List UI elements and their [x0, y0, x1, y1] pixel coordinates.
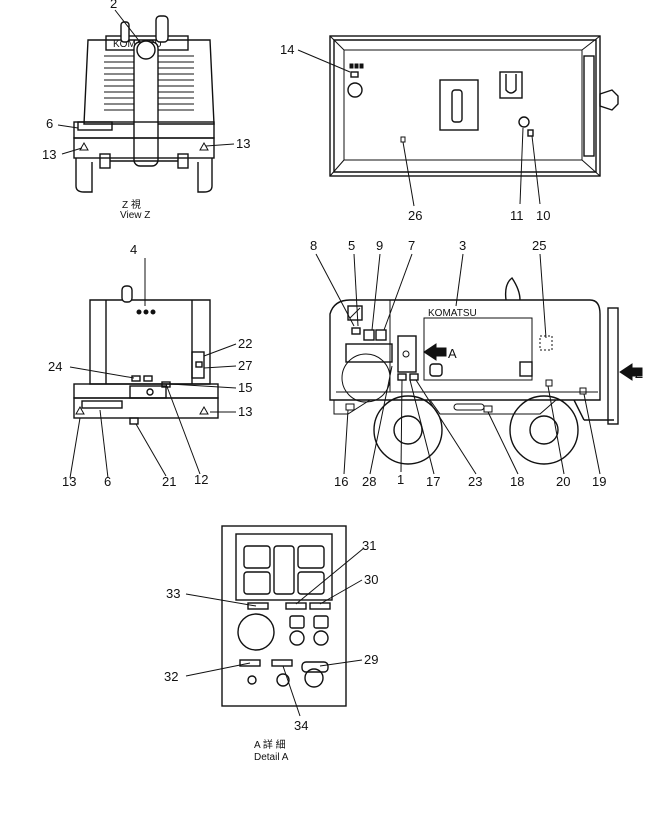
detail-a-caption-en: Detail A: [254, 752, 289, 763]
rear-view-callout-21: 21: [162, 474, 176, 489]
view-z-callout-2: 2: [110, 0, 117, 11]
rear-view-callout-27: 27: [238, 358, 252, 373]
side-view-callout-19: 19: [592, 474, 606, 489]
view-z-caption-en: View Z: [120, 210, 150, 221]
rear-view-callout-13-right: 13: [238, 404, 252, 419]
side-view-arrow-a-label: A: [448, 346, 457, 361]
side-view-callout-23: 23: [468, 474, 482, 489]
detail-a-callout-33: 33: [166, 586, 180, 601]
side-view-callout-28: 28: [362, 474, 376, 489]
side-view-callout-3: 3: [459, 238, 466, 253]
detail-a-callout-29: 29: [364, 652, 378, 667]
top-view-callout-10: 10: [536, 208, 550, 223]
side-view-callout-16: 16: [334, 474, 348, 489]
side-view-callout-7: 7: [408, 238, 415, 253]
view-z-callout-13-right: 13: [236, 136, 250, 151]
detail-a-caption-jp: A 詳 細: [254, 738, 286, 751]
rear-view-callout-6: 6: [104, 474, 111, 489]
side-view-callout-8: 8: [310, 238, 317, 253]
rear-view-callout-12: 12: [194, 472, 208, 487]
side-view-callout-25: 25: [532, 238, 546, 253]
detail-a-callout-30: 30: [364, 572, 378, 587]
top-view-callout-26: 26: [408, 208, 422, 223]
side-view-callout-5: 5: [348, 238, 355, 253]
top-view-callout-14: 14: [280, 42, 294, 57]
rear-view-callout-13-left: 13: [62, 474, 76, 489]
top-view-drawing: [297, 35, 619, 207]
rear-view-callout-15: 15: [238, 380, 252, 395]
view-z-caption-jp: Z 視: [122, 198, 141, 211]
detail-a-callout-32: 32: [164, 669, 178, 684]
side-view-arrow-z-label: Z: [635, 366, 643, 381]
rear-view-drawing: [69, 258, 237, 479]
detail-a-callout-31: 31: [362, 538, 376, 553]
side-view-callout-1: 1: [397, 472, 404, 487]
side-view-brand-label: KOMATSU: [428, 308, 477, 319]
rear-view-callout-24: 24: [48, 359, 62, 374]
side-view-callout-18: 18: [510, 474, 524, 489]
rear-view-callout-22: 22: [238, 336, 252, 351]
detail-a-callout-34: 34: [294, 718, 308, 733]
view-z-callout-13-left: 13: [42, 147, 56, 162]
view-z-callout-6: 6: [46, 116, 53, 131]
top-view-callout-11: 11: [510, 208, 524, 223]
side-view-callout-9: 9: [376, 238, 383, 253]
detail-a-drawing: [185, 525, 365, 717]
side-view-callout-20: 20: [556, 474, 570, 489]
side-view-callout-17: 17: [426, 474, 440, 489]
side-view-drawing: A Z: [315, 253, 643, 475]
rear-view-callout-4: 4: [130, 242, 137, 257]
view-z-drawing: KOMATSU: [57, 9, 235, 193]
